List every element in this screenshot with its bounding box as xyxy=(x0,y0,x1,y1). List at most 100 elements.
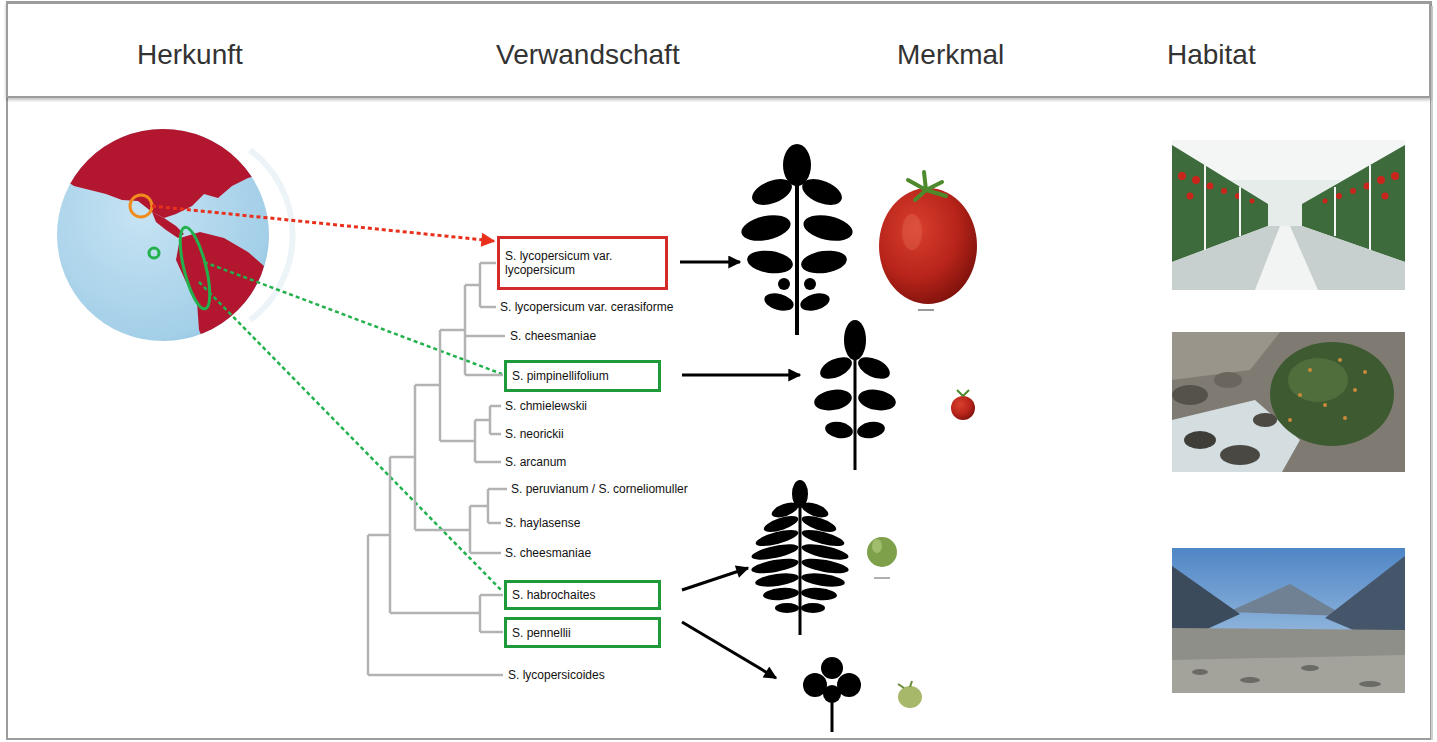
trait-arrow xyxy=(682,622,776,678)
globe-map xyxy=(174,225,216,312)
habitat-photo xyxy=(1363,370,1367,374)
habitat-photo xyxy=(1343,416,1347,420)
leaf-silhouette xyxy=(762,290,795,313)
leaf-silhouette xyxy=(854,345,857,470)
leaf-silhouette xyxy=(855,353,893,384)
habitat-photo xyxy=(1359,681,1381,687)
leaf-silhouette xyxy=(813,320,898,470)
globe-map xyxy=(62,126,270,218)
habitat-photo xyxy=(1270,342,1394,446)
column-heading: Habitat xyxy=(1167,38,1256,72)
globe-map xyxy=(130,195,152,217)
leaf-silhouette xyxy=(746,248,795,276)
column-heading: Merkmal xyxy=(897,38,1004,72)
habitat-photo xyxy=(1205,165,1370,250)
leaf-silhouette xyxy=(801,603,825,613)
habitat-photo xyxy=(1172,140,1405,290)
habitat-photo xyxy=(1250,199,1255,204)
leaf-silhouette xyxy=(763,586,800,601)
tomato-fruit xyxy=(879,188,977,304)
habitat-photo xyxy=(1288,358,1367,422)
leaf-silhouette xyxy=(800,571,845,589)
fruit xyxy=(898,686,922,708)
habitat-photo xyxy=(1288,418,1292,422)
trait-arrow xyxy=(682,568,748,590)
species-name: S. lycopersicum var. lycopersicum xyxy=(505,249,660,277)
globe-map xyxy=(250,150,293,320)
leaf-silhouette xyxy=(748,174,795,210)
leaf-silhouette xyxy=(831,700,834,732)
leaf-silhouette xyxy=(798,290,831,313)
species-box: S. pennellii xyxy=(504,617,661,648)
habitat-photo xyxy=(1207,183,1214,190)
habitat-photo xyxy=(1172,385,1208,405)
habitat-photo xyxy=(1338,358,1342,362)
habitat-photo xyxy=(1301,665,1319,671)
leaf-silhouette xyxy=(775,603,799,613)
habitat-photo xyxy=(1192,176,1200,184)
habitat-photo xyxy=(1239,187,1241,236)
habitat-photo xyxy=(1391,172,1399,180)
leaf-silhouette xyxy=(750,556,799,576)
habitat-photo xyxy=(1382,193,1389,200)
frame-shadow xyxy=(1431,6,1433,740)
leaf-silhouette xyxy=(799,490,802,635)
origin-leader xyxy=(152,206,494,241)
habitat-photo xyxy=(1228,584,1345,616)
trait-arrow xyxy=(680,261,740,264)
leaf-silhouette xyxy=(803,657,861,732)
species-box: S. lycopersicum var. lycopersicum xyxy=(497,236,668,290)
species-label: S. peruvianum / S. corneliomuller xyxy=(511,481,688,497)
leaf-silhouette xyxy=(739,144,855,335)
leaf-silhouette xyxy=(778,278,790,290)
species-label: S. lycopersicoides xyxy=(508,667,605,683)
species-name: S. habrochaites xyxy=(512,588,653,602)
habitat-photo xyxy=(1298,393,1302,397)
globe-map xyxy=(57,126,293,346)
species-name: S. pennellii xyxy=(512,626,653,640)
species-label: S. lycopersicum var. cerasiforme xyxy=(500,299,673,315)
trait-arrow xyxy=(682,374,800,377)
habitat-photo xyxy=(1172,655,1405,693)
header-band: HerkunftVerwandschaftMerkmalHabitat xyxy=(6,2,1431,98)
origin-leader xyxy=(199,282,502,591)
habitat-photo xyxy=(1172,548,1405,693)
leaf-silhouette xyxy=(857,387,898,413)
species-label: S. arcanum xyxy=(505,454,566,470)
leaf-silhouette xyxy=(754,571,799,589)
tomato-fruit xyxy=(908,172,946,200)
habitat-photo xyxy=(1334,187,1336,236)
tomato-fruit xyxy=(902,214,922,250)
habitat-photo xyxy=(1172,628,1405,693)
phylogeny-tree xyxy=(368,263,507,675)
habitat-photo xyxy=(1204,165,1206,250)
habitat-photo xyxy=(1240,677,1260,683)
habitat-photo xyxy=(1192,669,1208,675)
leaf-silhouette xyxy=(817,353,855,384)
species-label: S. cheesmaniae xyxy=(510,328,596,344)
leaf-silhouette xyxy=(813,387,854,413)
fruit xyxy=(898,681,922,708)
leaf-silhouette xyxy=(783,144,811,186)
habitat-photo xyxy=(1353,388,1357,392)
leaf-silhouette xyxy=(750,480,849,635)
figure-frame xyxy=(7,2,1431,739)
globe-map xyxy=(149,248,159,258)
species-box: S. pimpinellifolium xyxy=(504,360,661,392)
fruit xyxy=(874,577,890,579)
species-label: S. neorickii xyxy=(505,426,564,442)
habitat-photo xyxy=(1336,193,1342,199)
leaf-silhouette xyxy=(798,174,845,210)
fruit xyxy=(957,390,969,396)
species-label: S. chmielewskii xyxy=(505,398,587,414)
habitat-photo xyxy=(1187,193,1194,200)
leaf-silhouette xyxy=(801,211,855,245)
fruit xyxy=(951,390,975,420)
leaf-silhouette xyxy=(804,278,816,290)
habitat-photo xyxy=(1369,165,1371,250)
globe-map xyxy=(152,212,184,238)
trait-arrow xyxy=(680,262,800,678)
habitat-photo xyxy=(1220,445,1260,465)
leaf-silhouette xyxy=(821,657,843,679)
habitat-photo xyxy=(1214,372,1242,388)
